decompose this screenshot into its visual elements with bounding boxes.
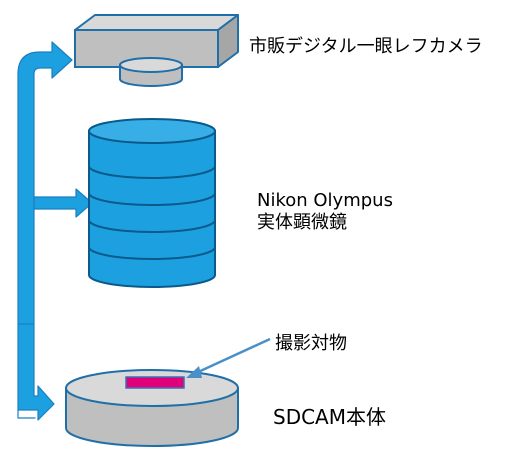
microscope-label-line1: Nikon Olympus: [257, 190, 393, 211]
microscope-stack: [88, 118, 216, 288]
microscope-body: [88, 130, 216, 288]
microscope-label-line2: 実体顕微鏡: [257, 212, 347, 233]
microscope-ring-1: [88, 165, 216, 179]
camera-body: [74, 14, 239, 68]
microscope-ring-4: [88, 246, 216, 260]
camera-label: 市販デジタル一眼レフカメラ: [249, 36, 483, 57]
lens-top: [119, 57, 183, 73]
feed-arrows: [17, 41, 93, 421]
microscope-ring-3: [88, 219, 216, 233]
target-label: 撮影対物: [275, 333, 347, 354]
microscope-top: [88, 118, 216, 144]
camera-top-face: [74, 14, 239, 31]
sdcam-label: SDCAM本体: [273, 405, 386, 429]
microscope-branch-arrow: [33, 188, 93, 218]
microscope-label: Nikon Olympus 実体顕微鏡: [257, 190, 393, 234]
pointer-line: [195, 337, 271, 375]
specimen: [125, 376, 185, 389]
pointer-arrowhead: [186, 366, 202, 378]
microscope-ring-2: [88, 192, 216, 206]
main-feed-path: [17, 41, 73, 421]
camera-lens: [119, 57, 183, 87]
target-pointer: [186, 337, 271, 378]
